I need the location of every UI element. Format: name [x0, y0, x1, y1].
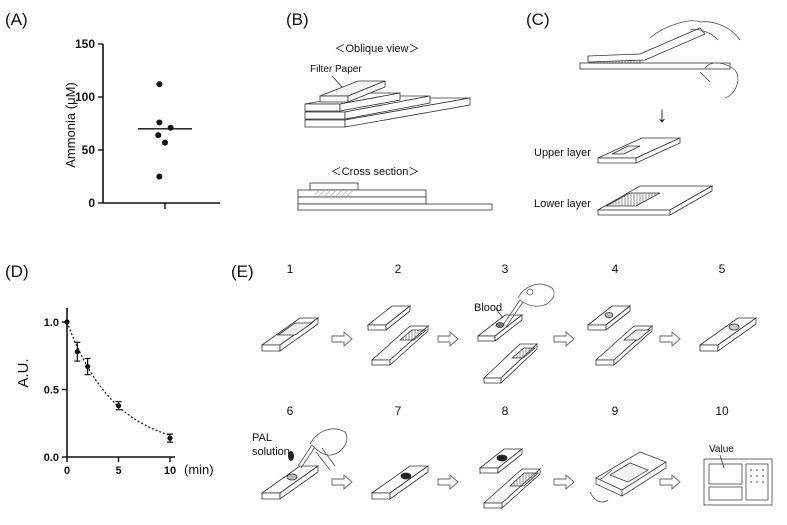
- panel-d-data-point: [115, 403, 122, 409]
- pal-label-line2: solution: [252, 446, 290, 458]
- upper-layer-label: Upper layer: [534, 147, 591, 159]
- step-2-number: 2: [395, 262, 402, 276]
- step-4-device: [586, 305, 654, 366]
- panel-d-y-tick-label: 1.0: [44, 317, 59, 329]
- right-arrow-icon: [437, 331, 459, 347]
- panel-d-chart: A.U. (min) 0.0 0.5 1.0 0 5 10: [15, 308, 214, 477]
- panel-d-y-tick-label: 0.0: [44, 452, 59, 464]
- panel-b-diagram: ＜Oblique view＞ Filter Paper ＜Cross secti…: [297, 43, 493, 211]
- step-3-number: 3: [502, 262, 509, 276]
- panel-a-y-tick-label: 50: [82, 143, 96, 157]
- lower-layer-strip: [596, 185, 714, 216]
- hand-icon: [649, 20, 741, 99]
- panel-a-label: (A): [5, 10, 28, 29]
- panel-d-data-point: [74, 349, 80, 355]
- value-leader: [719, 454, 725, 469]
- step-5-device: [698, 317, 758, 352]
- step-6-device: [260, 465, 320, 500]
- panel-d-fit-curve: [66, 321, 171, 436]
- right-arrow-icon: [553, 331, 575, 347]
- step-7-number: 7: [395, 404, 402, 418]
- step-1-number: 1: [287, 262, 294, 276]
- blood-leader: [495, 308, 504, 319]
- panel-a-chart: Ammonia (μM) 0 50 100 150: [63, 37, 220, 210]
- filter-paper-label: Filter Paper: [310, 64, 362, 75]
- pal-label-line1: PAL: [252, 432, 272, 444]
- panel-a-y-tick-label: 100: [75, 90, 95, 104]
- upper-layer-strip: [597, 137, 681, 164]
- step-4-number: 4: [612, 262, 619, 276]
- step-arrows: [331, 331, 681, 490]
- step-6-number: 6: [287, 404, 294, 418]
- right-arrow-icon: [331, 474, 353, 490]
- device-strips: [260, 305, 758, 509]
- panel-a-data-point: [155, 132, 162, 139]
- panel-a-data-point: [167, 124, 174, 131]
- cross-section-caption: ＜Cross section＞: [331, 166, 420, 178]
- step-10-number: 10: [715, 404, 729, 418]
- pipette-hand-icon: [502, 283, 555, 328]
- panel-c-diagram: ↓ Upper layer Lower layer: [534, 20, 741, 216]
- panel-a-data-point: [162, 139, 168, 146]
- panel-d-data-point: [167, 435, 173, 441]
- panel-a-data-point: [156, 119, 163, 126]
- panel-b-label: (B): [286, 10, 309, 29]
- reader-device-icon: [589, 451, 667, 503]
- panel-d-y-tick-label: 0.5: [44, 385, 59, 397]
- panel-a-y-tick-label: 150: [75, 37, 95, 51]
- step-8-number: 8: [502, 404, 509, 418]
- down-arrow-icon: ↓: [657, 102, 668, 127]
- oblique-view-caption: ＜Oblique view＞: [335, 43, 420, 55]
- panel-e-label: (E): [231, 262, 254, 281]
- right-arrow-icon: [553, 474, 575, 490]
- oblique-strip-stack: [304, 80, 471, 128]
- panel-d-label: (D): [5, 262, 29, 281]
- value-label: Value: [709, 444, 734, 455]
- step-7-device: [370, 465, 430, 500]
- panel-d-xlabel: (min): [184, 462, 214, 477]
- blood-label: Blood: [474, 302, 502, 314]
- panel-d-x-tick-label: 10: [164, 465, 176, 477]
- panel-d-x-tick-label: 5: [115, 465, 121, 477]
- panel-a-data-point: [156, 173, 163, 180]
- cross-section-layers: [297, 182, 493, 211]
- step-9-number: 9: [612, 404, 619, 418]
- right-arrow-icon: [659, 474, 681, 490]
- panel-a-data-point: [156, 81, 163, 88]
- panel-d-x-tick-label: 0: [64, 465, 70, 477]
- right-arrow-icon: [331, 331, 353, 347]
- step-5-number: 5: [719, 262, 726, 276]
- right-arrow-icon: [437, 474, 459, 490]
- panel-a-y-tick-label: 0: [88, 196, 95, 210]
- peeling-strip: [579, 27, 731, 70]
- panel-c-label: (C): [526, 10, 550, 29]
- drop-icon: [288, 451, 294, 461]
- lower-layer-label: Lower layer: [534, 198, 591, 210]
- step-1-device: [260, 317, 320, 352]
- right-arrow-icon: [659, 331, 681, 347]
- panel-d-ylabel: A.U.: [15, 358, 32, 387]
- step-8-device: [478, 448, 542, 509]
- panel-a-ylabel: Ammonia (μM): [63, 82, 78, 168]
- panel-d-data-point: [85, 363, 91, 370]
- panel-e-steps: 1 2 3 4 5 6 7 8 9 10: [252, 262, 773, 509]
- dropper-hand-icon: [297, 428, 348, 471]
- step-3-device: [476, 314, 539, 384]
- panel-d-data-point: [64, 319, 70, 325]
- step-2-device: [366, 305, 430, 366]
- result-screen-icon: [703, 458, 773, 506]
